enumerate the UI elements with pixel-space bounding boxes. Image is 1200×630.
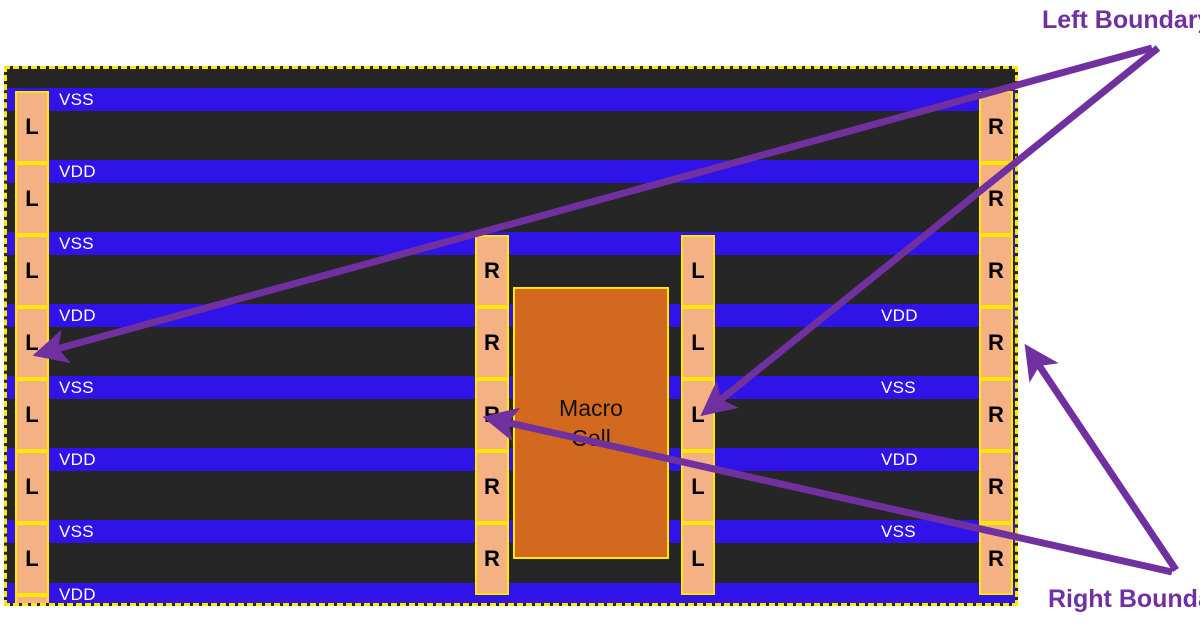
std-cell-l-4: L <box>681 451 715 523</box>
power-rail-vdd <box>7 583 1015 603</box>
die-inner: VSS VDD VSS VDD VDD VSS VSS VDD VDD VSS VSS VDD Macr… <box>7 69 1015 603</box>
std-cell-r-2: R <box>475 307 509 379</box>
rail-label-left-vss: VSS <box>59 522 94 541</box>
right-boundary-label: Right Boundary <box>1048 585 1200 613</box>
power-rail-vss <box>7 88 1015 111</box>
std-cell-r-1: R <box>979 91 1013 163</box>
power-rail-vdd <box>7 448 1015 471</box>
std-cell-r-5: R <box>475 523 509 595</box>
rail-label-left-vss: VSS <box>59 234 94 253</box>
rail-label-left-vdd: VDD <box>59 585 96 604</box>
power-rail-vss <box>7 376 1015 399</box>
std-cell-r-4: R <box>475 451 509 523</box>
std-cell-r-2: R <box>979 163 1013 235</box>
rail-label-left-vdd: VDD <box>59 162 96 181</box>
right-boundary-arrow-1 <box>1024 343 1179 572</box>
rail-label-right-vss: VSS <box>881 522 916 541</box>
std-cell-r-6: R <box>979 451 1013 523</box>
std-cell-l-2: L <box>681 307 715 379</box>
std-cell-l-3: L <box>681 379 715 451</box>
left-boundary-column: LLLLLLLL <box>15 91 49 603</box>
std-cell-l-6: L <box>15 451 49 523</box>
macro-cell-label-line1: Macro <box>559 395 623 421</box>
std-cell-l-1: L <box>681 235 715 307</box>
std-cell-r-5: R <box>979 379 1013 451</box>
rail-label-left-vdd: VDD <box>59 306 96 325</box>
power-rail-vdd <box>7 304 1015 327</box>
rail-label-right-vss: VSS <box>881 378 916 397</box>
std-cell-l-5: L <box>681 523 715 595</box>
std-cell-l-2: L <box>15 163 49 235</box>
std-cell-r-3: R <box>979 235 1013 307</box>
rail-label-right-vdd: VDD <box>881 306 918 325</box>
std-cell-l-8: L <box>15 595 49 603</box>
rail-label-right-vdd: VDD <box>881 450 918 469</box>
std-cell-r-3: R <box>475 379 509 451</box>
std-cell-l-5: L <box>15 379 49 451</box>
macro-cell-label-line2: Cell <box>571 425 611 451</box>
left-boundary-label: Left Boundary <box>1042 6 1200 34</box>
std-cell-l-3: L <box>15 235 49 307</box>
power-rail-vss <box>7 520 1015 543</box>
std-cell-r-4: R <box>979 307 1013 379</box>
die-area: VSS VDD VSS VDD VDD VSS VSS VDD VDD VSS VSS VDD Macr… <box>4 66 1018 606</box>
rail-label-left-vdd: VDD <box>59 450 96 469</box>
std-cell-r-1: R <box>475 235 509 307</box>
std-cell-r-7: R <box>979 523 1013 595</box>
power-rail-vdd <box>7 160 1015 183</box>
power-rail-vss <box>7 232 1015 255</box>
std-cell-l-4: L <box>15 307 49 379</box>
std-cell-l-7: L <box>15 523 49 595</box>
rail-label-left-vss: VSS <box>59 90 94 109</box>
rail-label-left-vss: VSS <box>59 378 94 397</box>
std-cell-l-1: L <box>15 91 49 163</box>
